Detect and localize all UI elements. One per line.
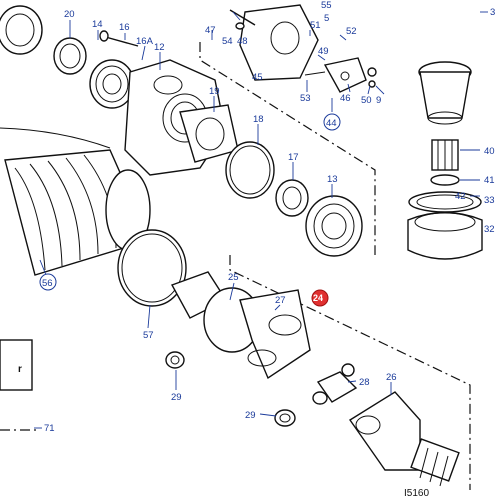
- callout-45[interactable]: 45: [252, 72, 263, 83]
- svg-text:44: 44: [326, 118, 337, 129]
- spline-shaft-40[interactable]: [431, 139, 459, 171]
- highlighted-callout-24[interactable]: 24: [311, 289, 329, 307]
- callout-51[interactable]: 51: [310, 20, 321, 31]
- gear-fragment: [0, 5, 43, 55]
- yoke-shaft-26[interactable]: [349, 391, 460, 487]
- cover-45[interactable]: [239, 4, 319, 81]
- callout-12[interactable]: 12: [154, 42, 165, 53]
- callout-47[interactable]: 47: [205, 25, 216, 36]
- drawing-code: I5160: [404, 488, 429, 499]
- seal-17[interactable]: [275, 179, 309, 217]
- callout-16a[interactable]: 16A: [136, 36, 154, 47]
- leader-lines: [34, 11, 488, 429]
- callout-33[interactable]: 33: [484, 195, 495, 206]
- callout-14[interactable]: 14: [92, 19, 103, 30]
- callout-29-lower[interactable]: 29: [245, 410, 256, 421]
- seal-ring-20[interactable]: [53, 37, 87, 75]
- assembly-boundary-upper: [199, 42, 376, 255]
- ring-41[interactable]: [430, 174, 460, 186]
- bracket-46[interactable]: [304, 57, 367, 93]
- callout-55[interactable]: 55: [321, 0, 332, 11]
- callout-52[interactable]: 52: [346, 26, 357, 37]
- svg-text:24: 24: [313, 293, 323, 303]
- callout-18[interactable]: 18: [253, 114, 264, 125]
- callout-49[interactable]: 49: [318, 46, 329, 57]
- svg-text:56: 56: [42, 278, 53, 289]
- bolt-48-54[interactable]: [229, 9, 256, 30]
- callout-26[interactable]: 26: [386, 372, 397, 383]
- callout-19[interactable]: 19: [209, 86, 220, 97]
- callout-41[interactable]: 41: [484, 175, 495, 186]
- reference-box: r: [0, 339, 33, 391]
- callout-25[interactable]: 25: [228, 272, 239, 283]
- callout-29-left[interactable]: 29: [171, 392, 182, 403]
- callout-50[interactable]: 50: [361, 95, 372, 106]
- callout-32[interactable]: 32: [484, 224, 495, 235]
- callout-17[interactable]: 17: [288, 152, 299, 163]
- bolt-14[interactable]: [99, 30, 139, 47]
- washers-49-50[interactable]: [367, 67, 377, 88]
- callout-48[interactable]: 48: [237, 36, 248, 47]
- callout-27[interactable]: 27: [275, 295, 286, 306]
- cable-wire: [0, 127, 111, 149]
- callout-16[interactable]: 16: [119, 22, 130, 33]
- bearing-16a[interactable]: [89, 59, 135, 109]
- washer-29-left[interactable]: [165, 351, 185, 369]
- washer-29-lower[interactable]: [274, 409, 296, 427]
- callout-42[interactable]: 42: [455, 191, 466, 202]
- bevel-gear[interactable]: [418, 61, 472, 125]
- housing-32[interactable]: [407, 211, 483, 260]
- circled-callout-44[interactable]: 44: [323, 113, 341, 131]
- callout-46[interactable]: 46: [340, 93, 351, 104]
- callout-20[interactable]: 20: [64, 9, 75, 20]
- bearing-13[interactable]: [305, 195, 363, 257]
- callout-57[interactable]: 57: [143, 330, 154, 341]
- callout-71[interactable]: 71: [44, 423, 55, 434]
- callout-49b[interactable]: 9: [376, 95, 381, 106]
- assembly-boundary-lower: [229, 255, 471, 490]
- universal-joint-24[interactable]: [170, 271, 311, 380]
- ring-42-33[interactable]: [408, 191, 482, 213]
- callout-5[interactable]: 5: [324, 13, 329, 24]
- callout-28[interactable]: 28: [359, 377, 370, 388]
- svg-text:r: r: [18, 364, 22, 375]
- callout-40[interactable]: 40: [484, 146, 495, 157]
- callout-labels: 3 20 14 16 16A 12 19 18 17 13 25 27 28 2…: [44, 0, 495, 434]
- callout-13[interactable]: 13: [327, 174, 338, 185]
- rubber-bellows-56[interactable]: [4, 149, 151, 276]
- callout-53[interactable]: 53: [300, 93, 311, 104]
- circled-callout-56[interactable]: 56: [39, 273, 57, 291]
- callout-54[interactable]: 54: [222, 36, 233, 47]
- hose-clamp-57[interactable]: [117, 229, 187, 307]
- cross-spider-28[interactable]: [312, 363, 358, 405]
- callout-3[interactable]: 3: [490, 7, 495, 18]
- o-ring-18[interactable]: [225, 141, 275, 199]
